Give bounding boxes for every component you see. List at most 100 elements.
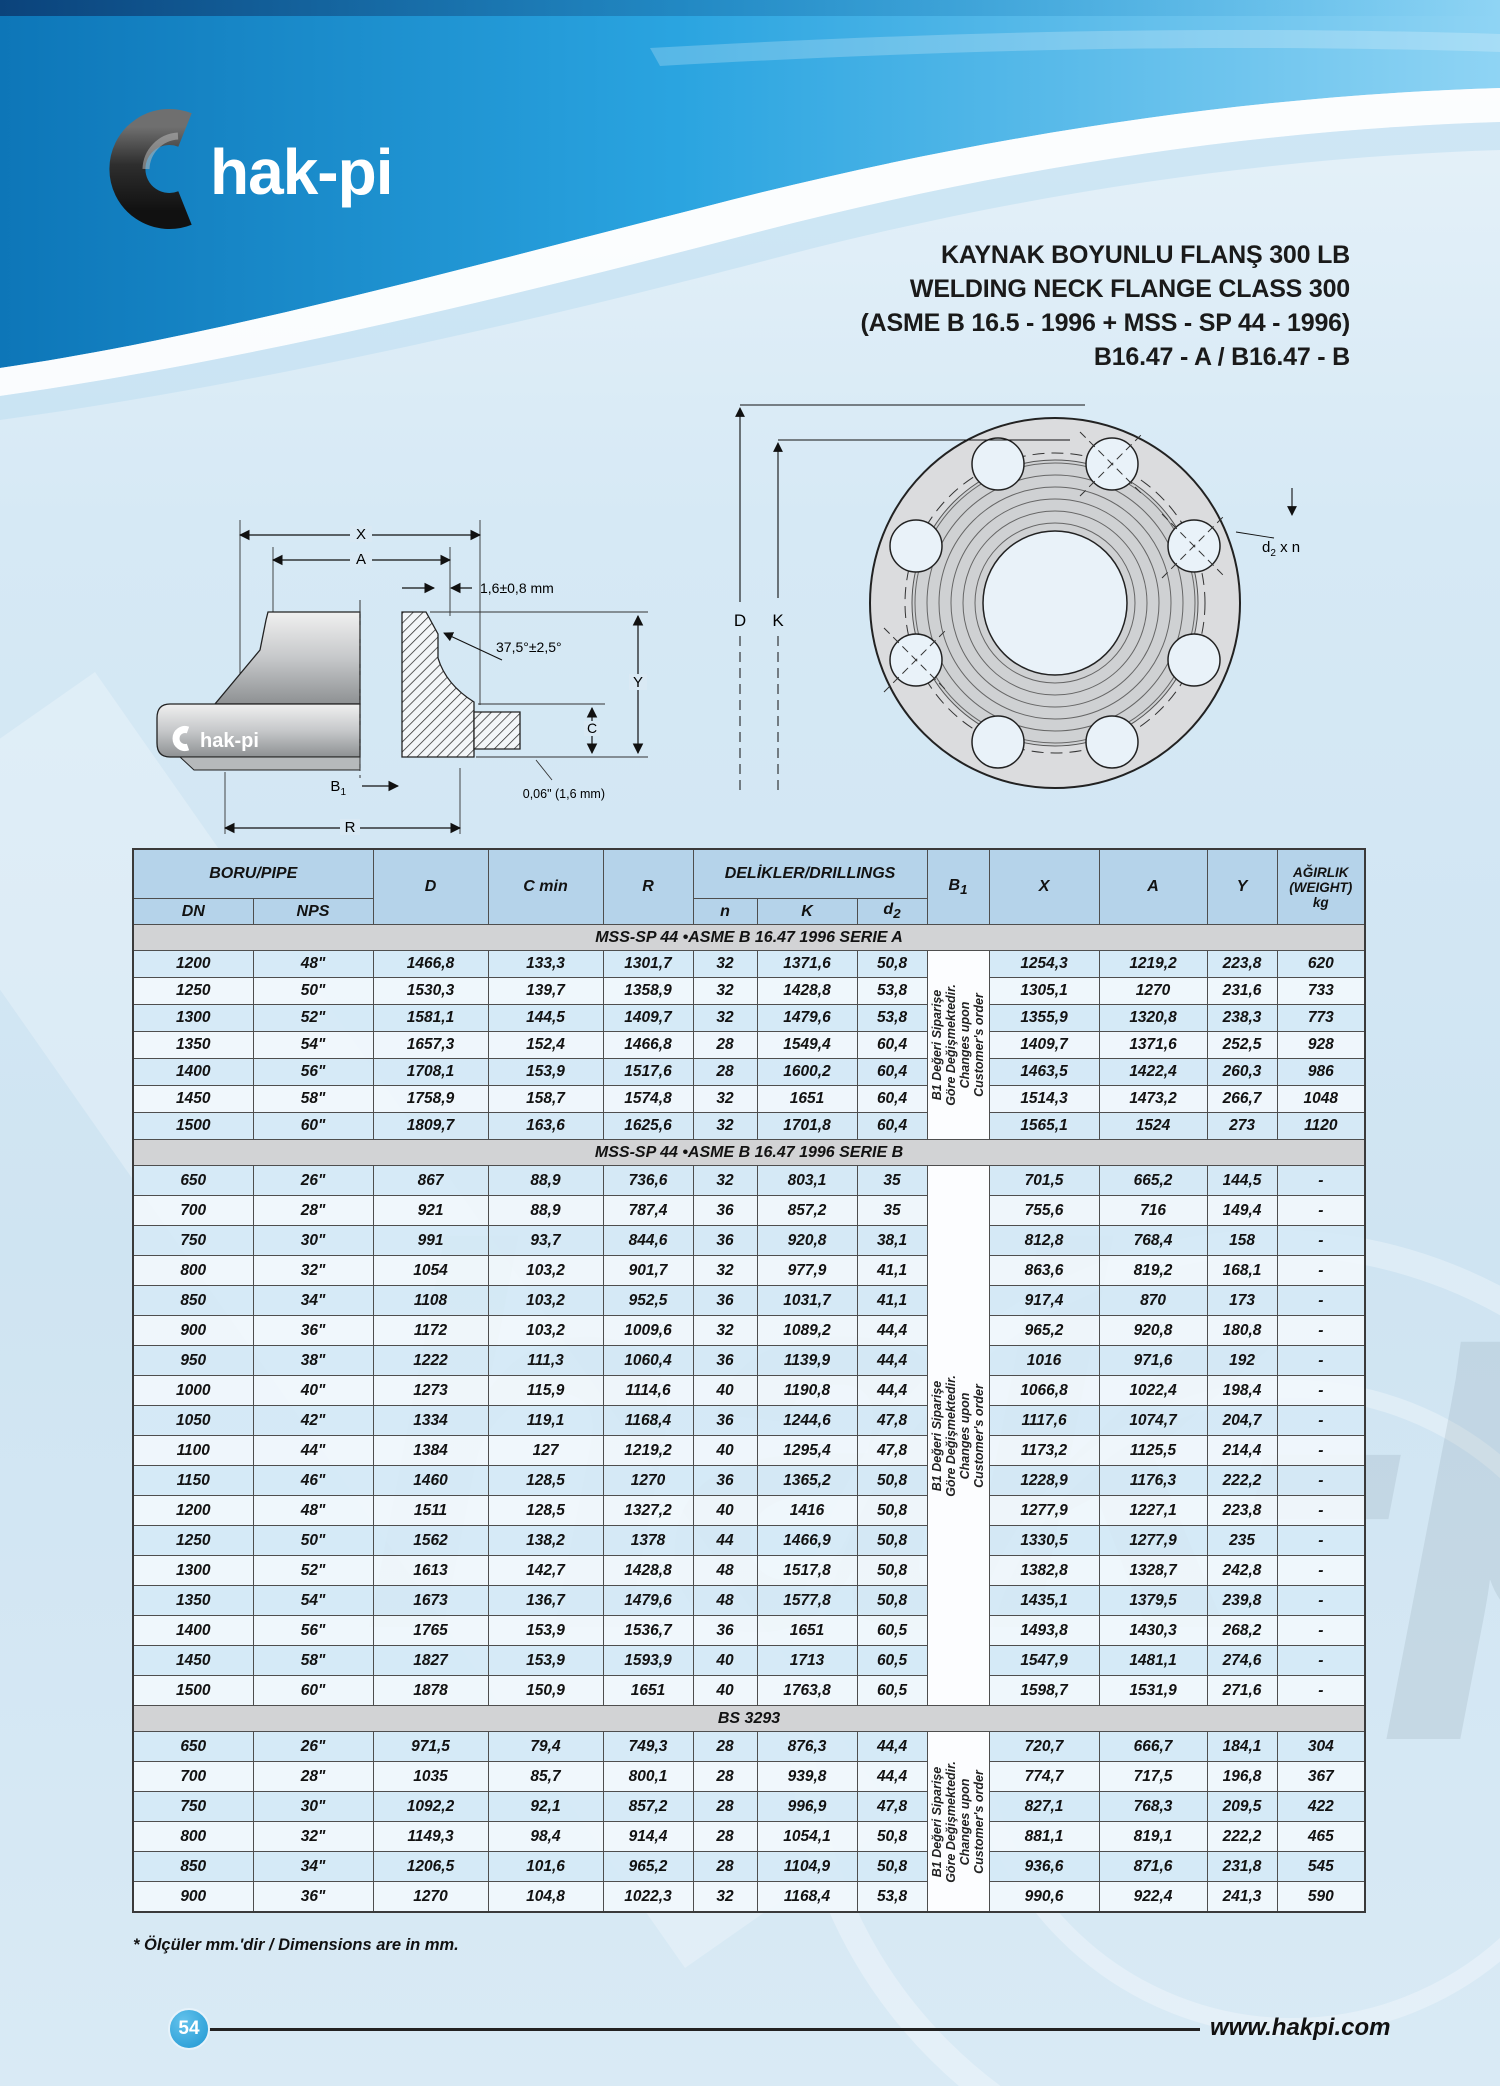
table-cell: 1450	[132, 1085, 254, 1113]
table-cell: 1574,8	[602, 1085, 694, 1113]
header-weight: AĞIRLIK (WEIGHT) kg	[1276, 848, 1366, 925]
table-cell: 1227,1	[1098, 1495, 1208, 1526]
table-cell: 1466,8	[372, 950, 489, 978]
table-cell: 800	[132, 1255, 254, 1286]
table-cell: 1300	[132, 1004, 254, 1032]
table-cell: 952,5	[602, 1285, 694, 1316]
table-cell: 1350	[132, 1031, 254, 1059]
table-cell: 650	[132, 1731, 254, 1762]
table-cell: 1517,6	[602, 1058, 694, 1086]
table-cell: 965,2	[602, 1851, 694, 1882]
table-cell: 35	[856, 1195, 928, 1226]
flange-bore	[982, 530, 1128, 676]
table-cell: 1108	[372, 1285, 489, 1316]
table-cell: 1066,8	[988, 1375, 1100, 1406]
table-cell: 266,7	[1206, 1085, 1278, 1113]
section-title: MSS-SP 44 •ASME B 16.47 1996 SERIE A	[132, 924, 1366, 951]
table-cell: 870	[1098, 1285, 1208, 1316]
table-cell: 1172	[372, 1315, 489, 1346]
table-cell: 1300	[132, 1555, 254, 1586]
table-cell: 1250	[132, 977, 254, 1005]
table-cell: 545	[1276, 1851, 1366, 1882]
table-cell: 204,7	[1206, 1405, 1278, 1436]
banner-shape	[0, 0, 1500, 368]
table-cell: 53,8	[856, 977, 928, 1005]
table-cell: 32	[692, 1112, 758, 1140]
table-cell: 52"	[252, 1555, 374, 1586]
pipe-elbow-icon	[109, 109, 192, 229]
table-cell: 1295,4	[756, 1435, 858, 1466]
table-cell: 1254,3	[988, 950, 1100, 978]
table-cell: 1009,6	[602, 1315, 694, 1346]
dimensions-footnote: * Ölçüler mm.'dir / Dimensions are in mm…	[133, 1936, 459, 1954]
table-cell: 1493,8	[988, 1615, 1100, 1646]
table-cell: -	[1276, 1525, 1366, 1556]
table-cell: 184,1	[1206, 1731, 1278, 1762]
table-cell: 1031,7	[756, 1285, 858, 1316]
table-cell: 98,4	[487, 1821, 604, 1852]
table-cell: 103,2	[487, 1255, 604, 1286]
table-cell: 1384	[372, 1435, 489, 1466]
table-cell: 1765	[372, 1615, 489, 1646]
table-cell: 1060,4	[602, 1345, 694, 1376]
table-cell: 273	[1206, 1112, 1278, 1140]
table-cell: 60,4	[856, 1112, 928, 1140]
table-cell: 34"	[252, 1851, 374, 1882]
table-cell: 36	[692, 1345, 758, 1376]
table-cell: 1651	[756, 1085, 858, 1113]
table-cell: 56"	[252, 1615, 374, 1646]
table-cell: 1581,1	[372, 1004, 489, 1032]
table-cell: 223,8	[1206, 950, 1278, 978]
table-cell: 50,8	[856, 1585, 928, 1616]
table-cell: 271,6	[1206, 1675, 1278, 1706]
table-cell: 88,9	[487, 1165, 604, 1196]
table-cell: 32"	[252, 1821, 374, 1852]
table-cell: 36"	[252, 1881, 374, 1913]
table-cell: 1350	[132, 1585, 254, 1616]
title-line-tr: KAYNAK BOYUNLU FLANŞ 300 LB	[940, 241, 1350, 269]
table-cell: 1514,3	[988, 1085, 1100, 1113]
table-cell: 1531,9	[1098, 1675, 1208, 1706]
table-cell: 44,4	[856, 1731, 928, 1762]
header-d: D	[372, 848, 489, 925]
table-cell: 198,4	[1206, 1375, 1278, 1406]
table-cell: 1524	[1098, 1112, 1208, 1140]
table-cell: 1378	[602, 1525, 694, 1556]
header-c-min: C min	[487, 848, 604, 925]
table-cell: 128,5	[487, 1465, 604, 1496]
table-cell: 812,8	[988, 1225, 1100, 1256]
table-cell: 36	[692, 1465, 758, 1496]
table-cell: 1320,8	[1098, 1004, 1208, 1032]
table-cell: 465	[1276, 1821, 1366, 1852]
table-cell: 260,3	[1206, 1058, 1278, 1086]
table-cell: 60,5	[856, 1615, 928, 1646]
brand-mark-on-flange: hak-pi	[172, 726, 259, 752]
table-cell: 28"	[252, 1195, 374, 1226]
table-cell: -	[1276, 1225, 1366, 1256]
table-cell: 48	[692, 1555, 758, 1586]
table-cell: 1270	[602, 1465, 694, 1496]
header-a: A	[1098, 848, 1208, 925]
table-cell: 1125,5	[1098, 1435, 1208, 1466]
table-cell: 304	[1276, 1731, 1366, 1762]
table-cell: 991	[372, 1225, 489, 1256]
table-cell: 44	[692, 1525, 758, 1556]
table-cell: 914,4	[602, 1821, 694, 1852]
table-cell: 44,4	[856, 1761, 928, 1792]
header-pipe: BORU/PIPE	[132, 848, 374, 899]
table-cell: 1114,6	[602, 1375, 694, 1406]
table-cell: 36	[692, 1285, 758, 1316]
table-cell: 60"	[252, 1675, 374, 1706]
table-cell: 1074,7	[1098, 1405, 1208, 1436]
table-cell: 149,4	[1206, 1195, 1278, 1226]
table-cell: 900	[132, 1315, 254, 1346]
table-cell: 1206,5	[372, 1851, 489, 1882]
table-cell: -	[1276, 1465, 1366, 1496]
table-cell: 239,8	[1206, 1585, 1278, 1616]
